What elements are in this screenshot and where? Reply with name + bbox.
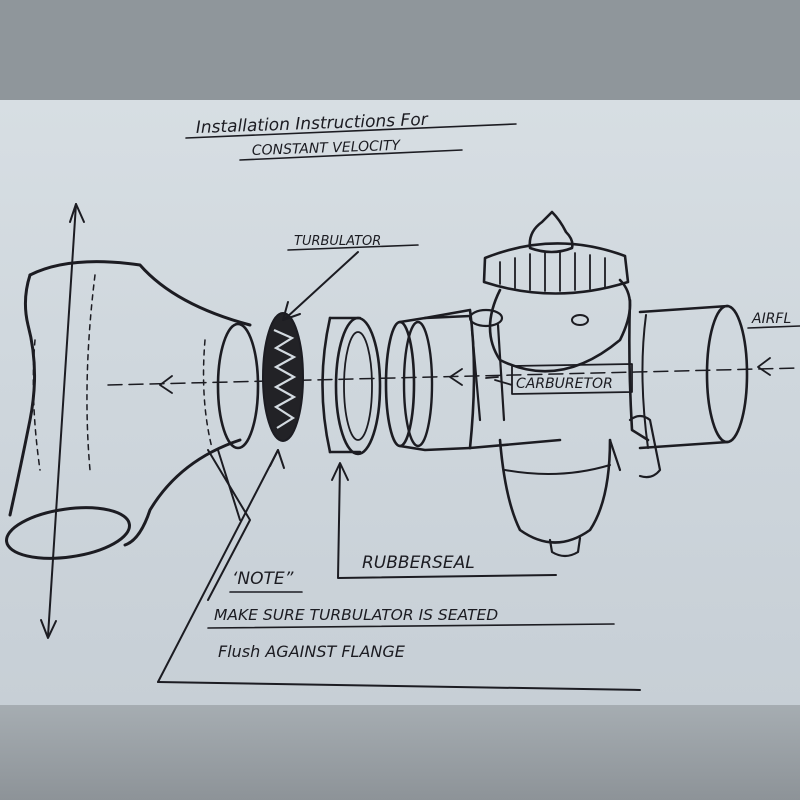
instruction-line-2: Flush AGAINST FLANGE [218,642,406,661]
title-underline-2 [239,149,463,161]
airflow-label: AIRFL [751,311,791,327]
rubber-seal-leader [331,462,557,579]
intake-manifold [5,260,260,560]
note-label: ‘NOTE” [232,569,294,589]
rubber-seal-label: RUBBERSEAL [362,553,475,573]
table-surface [0,705,800,800]
title-line-1: Installation Instructions For [195,110,429,138]
instruction-line-1: MAKE SURE TURBULATOR IS SEATED [214,606,498,624]
turbulator-label: TURBULATOR [294,234,381,249]
manifold-axis-arrow [40,203,85,639]
turbulator-disc [262,312,304,442]
title-underline-1 [185,123,517,139]
airflow-centerline [107,357,800,394]
rubber-seal-ring [321,316,382,456]
paper-sheet [0,100,800,705]
turbulator-label-underline [287,244,419,251]
turbulator-leader-arrow [282,251,359,321]
note-leader-lines [157,449,641,691]
instruction-underline [207,623,615,629]
airflow-leader [747,325,800,329]
carburetor-label: CARBURETOR [516,376,613,392]
carburetor [384,210,749,558]
carburetor-label-box [494,363,633,395]
